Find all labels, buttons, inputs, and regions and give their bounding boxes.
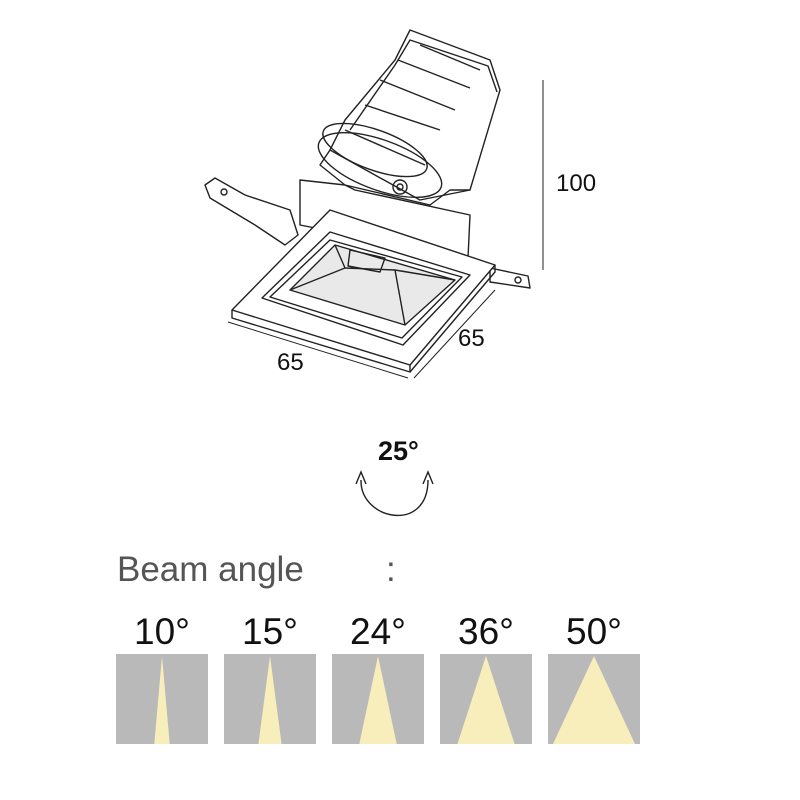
driver-housing [317, 29, 501, 206]
beam-cone [552, 656, 636, 744]
beam-cone-icon [440, 654, 532, 744]
mounting-bracket [299, 179, 471, 259]
beam-angle-label: 10° [134, 611, 190, 652]
beam-cone-icon [224, 654, 316, 744]
beam-option-2: 15° [224, 610, 316, 744]
beam-angle-heading: Beam angle [117, 550, 304, 589]
beam-angle-separator: : [386, 550, 396, 589]
tilt-arrows-icon [355, 470, 434, 517]
dimension-lines [227, 80, 544, 379]
beam-angle-label: 15° [242, 611, 298, 652]
beam-option-4: 36° [440, 610, 532, 744]
beam-option-3: 24° [332, 610, 424, 744]
beam-cone-icon [116, 654, 208, 744]
beam-angle-label: 36° [458, 611, 514, 652]
downlight-product-drawing [204, 29, 544, 379]
tilt-indicator: 25° [340, 432, 450, 532]
beam-option-5: 50° [548, 610, 640, 744]
beam-cone-icon [548, 654, 640, 744]
beam-option-1: 10° [116, 610, 208, 744]
depth-dimension-label: 65 [458, 325, 485, 352]
tilt-angle-label: 25° [378, 436, 419, 466]
beam-angle-label: 50° [566, 611, 622, 652]
height-dimension-label: 100 [556, 170, 597, 197]
beam-angle-label: 24° [350, 611, 406, 652]
spring-clip-left [204, 177, 299, 246]
width-dimension-label: 65 [277, 349, 304, 376]
beam-cone [258, 656, 282, 744]
beam-cone [457, 656, 515, 744]
spring-clip-right [489, 267, 531, 289]
beam-cone-icon [332, 654, 424, 744]
beam-cone [359, 656, 397, 744]
square-trim [231, 209, 496, 373]
beam-cone [154, 656, 170, 744]
